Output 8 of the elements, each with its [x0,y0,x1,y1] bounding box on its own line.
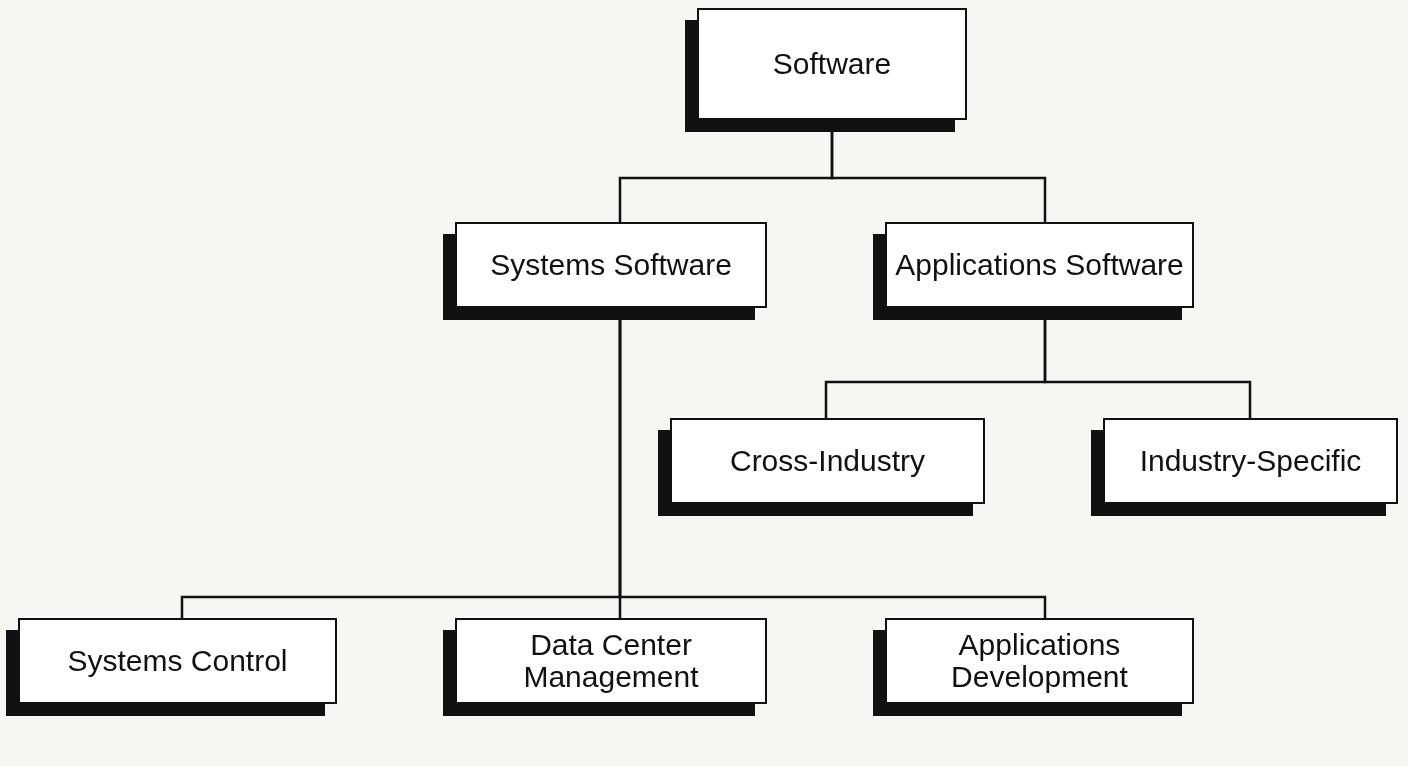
box-label: Applications Software [895,249,1184,281]
box-label: Data Center Management [522,629,700,693]
box-label: Software [772,48,892,80]
box-label: Systems Control [67,645,288,677]
box-label: Cross-Industry [729,445,925,477]
box-label: Applications Development [950,629,1129,693]
box-label: Industry-Specific [1139,445,1362,477]
box-label: Systems Software [490,249,732,281]
